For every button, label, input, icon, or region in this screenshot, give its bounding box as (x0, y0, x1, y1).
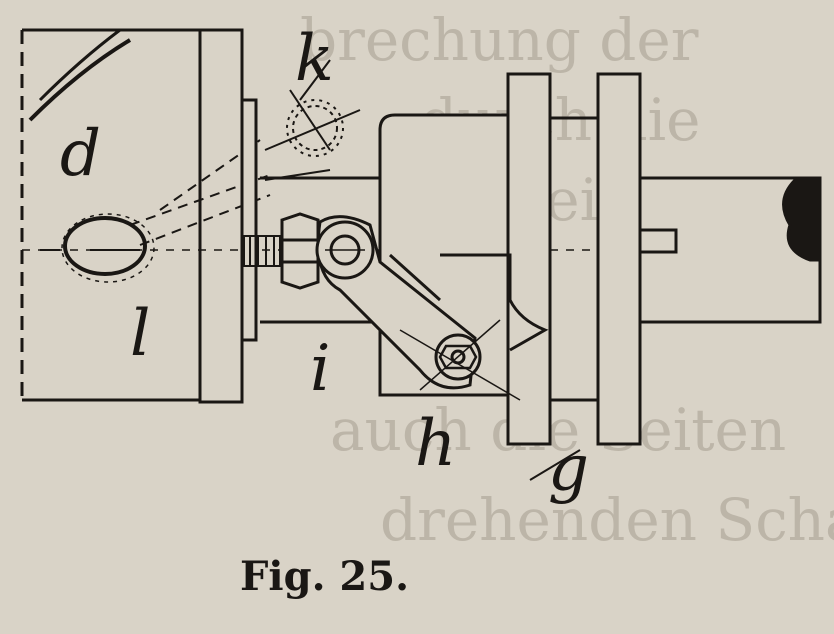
part-labels: d k l i h g (60, 22, 589, 506)
flange-left (506, 72, 552, 446)
bleed-line-1: brechung der (300, 6, 699, 74)
bleed-line-4: auch die Seiten (330, 396, 786, 464)
plate (240, 98, 258, 342)
lever-i (315, 215, 521, 401)
bleed-through-text: brechung der durch die mit einem auch di… (300, 6, 834, 554)
cam-h (388, 253, 549, 352)
hex-nut (280, 212, 320, 290)
shaft (638, 176, 822, 324)
label-i: i (310, 332, 330, 406)
flange-right (596, 72, 642, 446)
flanges (506, 72, 642, 446)
valve-k (264, 89, 361, 181)
leader-lines (299, 59, 581, 481)
label-g: g (548, 432, 589, 506)
screw-thread (243, 235, 281, 267)
bleed-line-5: drehenden Schaufeln in (380, 486, 834, 554)
label-k: k (295, 22, 334, 96)
figure-caption: Fig. 25. (240, 553, 409, 600)
label-h: h (415, 407, 456, 481)
label-d: d (60, 117, 101, 191)
label-l: l (130, 297, 150, 371)
port-ellipse (63, 216, 147, 276)
